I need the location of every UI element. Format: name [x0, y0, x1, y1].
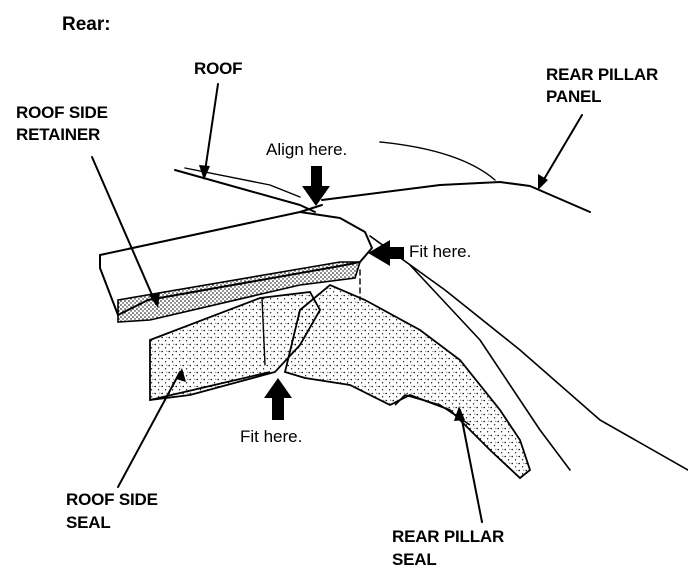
fit-right-arrow [368, 240, 404, 266]
label-roof-side-seal-line2: SEAL [66, 513, 111, 532]
diagram-title: Rear: [62, 14, 111, 35]
retainer-strip [117, 261, 362, 323]
label-rear-pillar-seal-line1: REAR PILLAR [392, 527, 505, 546]
label-fit-here-right: Fit here. [409, 242, 472, 261]
label-rear-pillar-seal-line2: SEAL [392, 550, 437, 569]
label-roof-side-retainer-line2: RETAINER [16, 125, 101, 144]
leader-roof-side-seal [117, 371, 181, 488]
fit-bottom-arrow [264, 378, 292, 420]
label-rear-pillar-panel-line1: REAR PILLAR [546, 65, 659, 84]
leader-roof [203, 83, 219, 179]
label-roof-side-retainer-line1: ROOF SIDE [16, 103, 108, 122]
label-rear-pillar-panel-line2: PANEL [546, 87, 602, 106]
label-fit-here-bottom: Fit here. [240, 427, 303, 446]
action-arrows [264, 166, 404, 420]
align-arrow [302, 166, 330, 206]
rear-pillar-panel [321, 181, 591, 213]
leader-rear-pillar-seal [459, 409, 483, 523]
label-align-here: Align here. [266, 140, 348, 159]
label-roof: ROOF [194, 59, 243, 78]
rear-pillar-seal-shape [283, 283, 532, 480]
roof-panel [174, 169, 316, 213]
leader-rear-pillar-panel [539, 114, 583, 187]
label-roof-side-seal-line1: ROOF SIDE [66, 490, 158, 509]
leader-roof-side-retainer [91, 156, 157, 305]
